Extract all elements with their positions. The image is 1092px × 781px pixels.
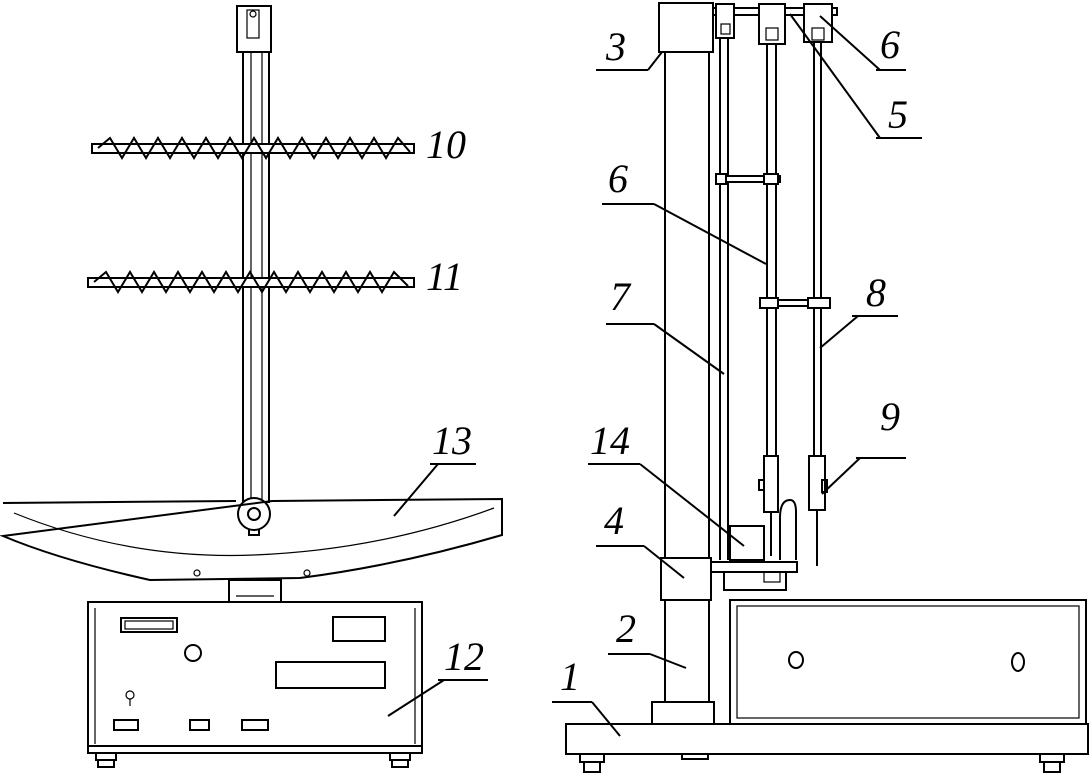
label-9: 9 xyxy=(880,394,900,439)
rod-6 xyxy=(766,44,777,456)
label-13: 13 xyxy=(432,418,472,463)
sample-holder xyxy=(723,498,797,591)
label-14: 14 xyxy=(590,418,630,463)
sensors xyxy=(758,455,828,566)
part-labels: 10 11 13 12 3 6 5 6 7 8 9 14 4 2 1 xyxy=(426,22,908,699)
label-3: 3 xyxy=(605,24,626,69)
lower-specimen-holder xyxy=(87,270,415,294)
main-column xyxy=(664,48,710,702)
rod-connectors xyxy=(715,173,831,309)
label-6-top: 6 xyxy=(880,22,900,67)
carriage xyxy=(660,557,798,601)
top-clamps xyxy=(715,3,833,45)
column-base-block xyxy=(651,701,715,725)
top-clamp xyxy=(236,5,272,53)
label-4: 4 xyxy=(604,498,624,543)
curved-tray xyxy=(0,497,503,582)
label-2: 2 xyxy=(616,606,636,651)
label-5: 5 xyxy=(888,92,908,137)
label-10: 10 xyxy=(426,122,466,167)
upper-specimen-holder xyxy=(91,136,415,160)
right-cabinet xyxy=(729,599,1087,725)
right-assembly xyxy=(552,2,1089,773)
control-cabinet xyxy=(87,601,423,768)
base-plate xyxy=(565,723,1089,773)
rod-7 xyxy=(719,38,729,560)
label-6-mid: 6 xyxy=(608,156,628,201)
label-12: 12 xyxy=(444,634,484,679)
left-leader-lines xyxy=(387,463,488,717)
label-1: 1 xyxy=(560,654,580,699)
top-block xyxy=(658,2,714,53)
label-7: 7 xyxy=(610,274,632,319)
left-assembly xyxy=(0,5,503,768)
label-8: 8 xyxy=(866,270,886,315)
right-leader-lines xyxy=(552,13,922,737)
label-11: 11 xyxy=(426,254,463,299)
rod-8 xyxy=(813,42,822,458)
tray-neck xyxy=(228,579,282,603)
